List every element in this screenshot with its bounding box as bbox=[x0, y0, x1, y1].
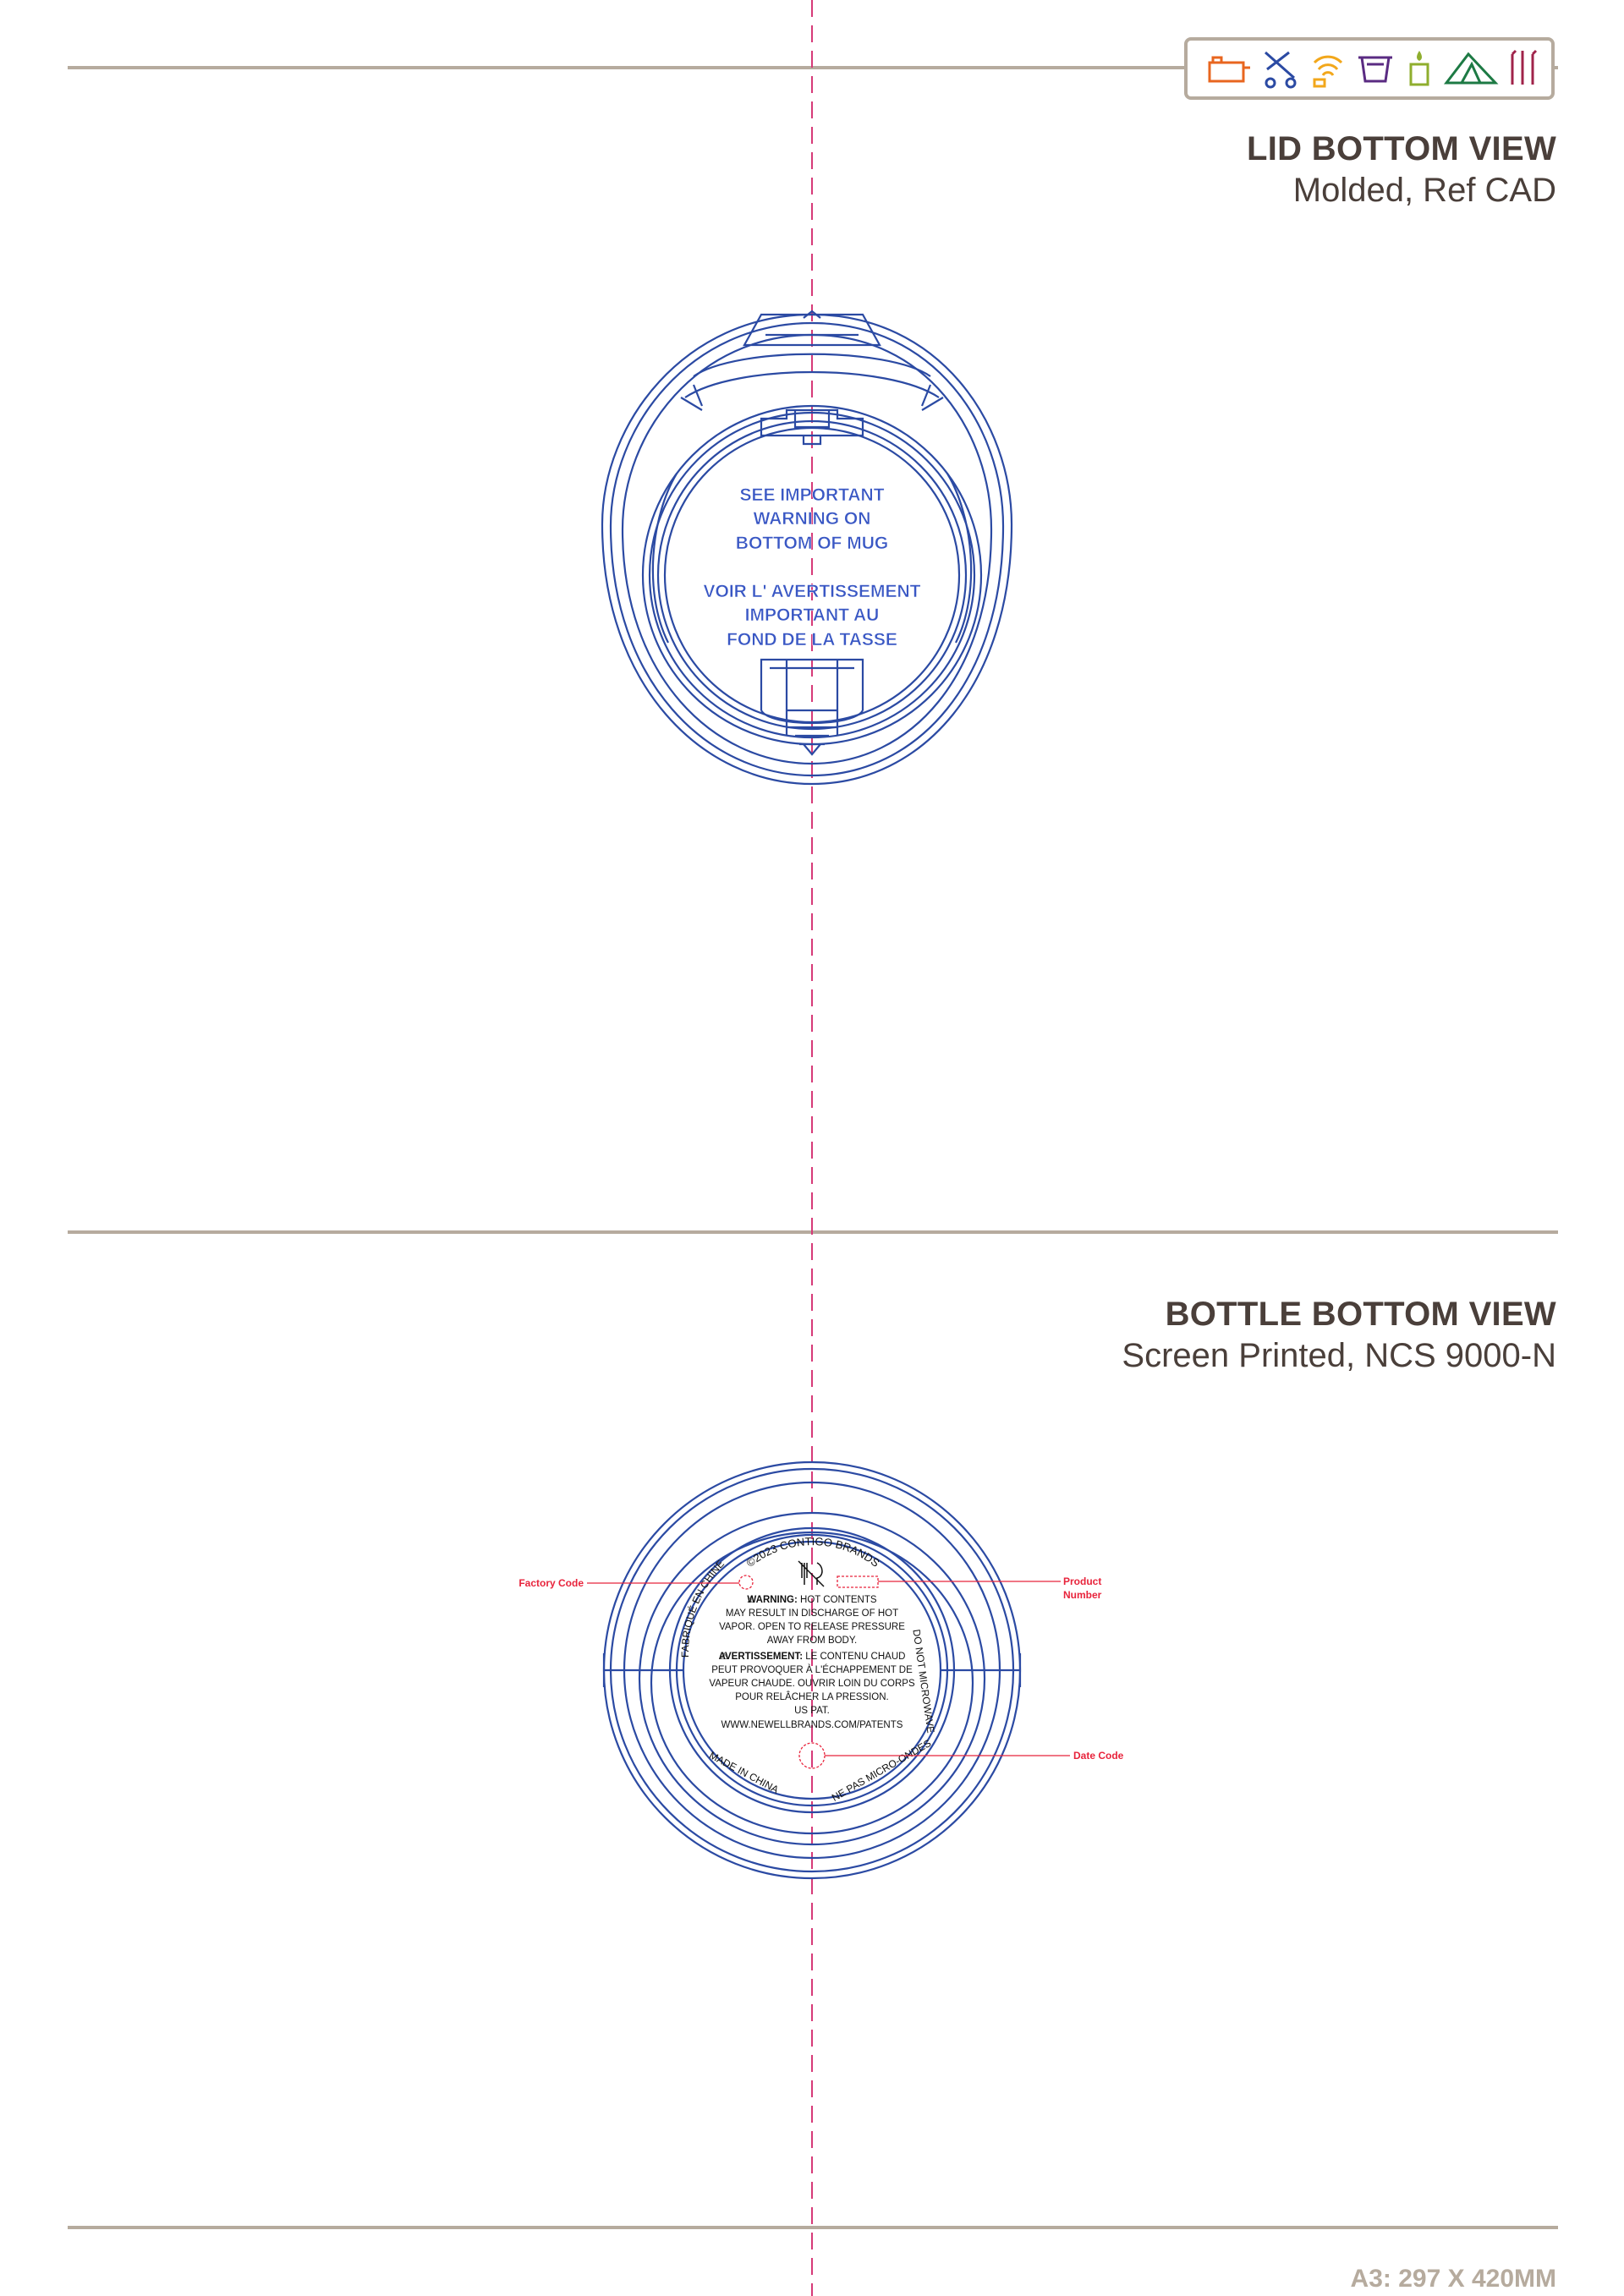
lid-top-latch bbox=[743, 310, 881, 347]
lid-section-title: LID BOTTOM VIEW bbox=[1247, 130, 1556, 167]
callouts bbox=[587, 1575, 1070, 1769]
avert-line1: LE CONTENU CHAUD bbox=[803, 1652, 905, 1662]
svg-text:AVERTISSEMENT: LE CONTENU CHAU: AVERTISSEMENT: LE CONTENU CHAUD bbox=[719, 1652, 906, 1662]
lid-warning-text: SEE IMPORTANT WARNING ON BOTTOM OF MUG V… bbox=[703, 485, 921, 650]
factory-code-label: Factory Code bbox=[518, 1577, 584, 1589]
stroller-icon bbox=[1265, 51, 1297, 89]
lid-section-subtitle: Molded, Ref CAD bbox=[1292, 172, 1556, 209]
lid-bottom-drawing bbox=[601, 310, 1013, 786]
lid-inner-ring-2 bbox=[648, 411, 976, 739]
bottom-rule bbox=[68, 2226, 1558, 2229]
lid-bottom-tab-detail bbox=[760, 710, 864, 756]
bottle-bottom-drawing bbox=[602, 1460, 1022, 1880]
product-number-label-1: Product bbox=[1063, 1575, 1101, 1587]
lid-top-clip bbox=[760, 408, 864, 446]
lid-outer-rim bbox=[601, 313, 1013, 786]
url-text: WWW.NEWELLBRANDS.COM/PATENTS bbox=[721, 1720, 903, 1730]
food-safe-icon bbox=[798, 1560, 825, 1587]
wifi-icon bbox=[1313, 55, 1343, 88]
warning-triangle-icon: ⚠ bbox=[747, 1595, 755, 1605]
bottle-section-header: BOTTLE BOTTOM VIEW Screen Printed, NCS 9… bbox=[1122, 1294, 1556, 1377]
warning-line1: HOT CONTENTS bbox=[798, 1595, 877, 1605]
lid-top-hinge-band bbox=[680, 353, 944, 411]
warning-line2: MAY RESULT IN DISCHARGE OF HOT bbox=[726, 1608, 898, 1619]
lid-side-arc-right bbox=[946, 473, 973, 644]
lid-section-header: LID BOTTOM VIEW Molded, Ref CAD bbox=[1247, 129, 1556, 211]
candle-icon bbox=[1409, 51, 1429, 86]
avert-label: AVERTISSEMENT: bbox=[719, 1652, 803, 1662]
bottle-ring-4 bbox=[638, 1511, 986, 1846]
avert-line4: POUR RELÂCHER LA PRESSION. bbox=[735, 1691, 889, 1702]
svg-text:WARNING: HOT CONTENTS: WARNING: HOT CONTENTS bbox=[747, 1595, 876, 1605]
bottle-section-title: BOTTLE BOTTOM VIEW bbox=[1165, 1296, 1556, 1333]
patent-text: US PAT. bbox=[794, 1706, 830, 1716]
lid-inner-ring-3 bbox=[656, 419, 968, 731]
pot-icon bbox=[1208, 56, 1250, 83]
lid-outer-rim-2 bbox=[609, 321, 1005, 777]
avert-triangle-icon: ⚠ bbox=[720, 1652, 728, 1662]
tent-icon bbox=[1443, 52, 1499, 85]
avert-line3: VAPEUR CHAUDE. OUVRIR LOIN DU CORPS bbox=[709, 1679, 915, 1689]
lid-text-line3: BOTTOM OF MUG bbox=[736, 534, 888, 553]
warning-line4: AWAY FROM BODY. bbox=[767, 1636, 858, 1646]
warning-line3: VAPOR. OPEN TO RELEASE PRESSURE bbox=[719, 1622, 905, 1632]
arc-bottom-left-text: MADE IN CHINA bbox=[707, 1749, 781, 1795]
lid-text-line4: VOIR L' AVERTISSEMENT bbox=[703, 582, 920, 601]
product-number-marker bbox=[837, 1575, 879, 1588]
lid-text-line6: FOND DE LA TASSE bbox=[727, 630, 897, 649]
product-number-label-2: Number bbox=[1063, 1589, 1102, 1601]
factory-code-marker bbox=[738, 1575, 754, 1590]
lid-text-line1: SEE IMPORTANT bbox=[739, 485, 884, 505]
warning-label: WARNING: bbox=[747, 1595, 797, 1605]
pens-icon bbox=[1511, 49, 1538, 85]
lid-outer-rim-3 bbox=[621, 333, 993, 765]
bottle-ring-5 bbox=[650, 1531, 974, 1835]
bottle-section-subtitle: Screen Printed, NCS 9000-N bbox=[1122, 1337, 1556, 1374]
avert-line2: PEUT PROVOQUER À L'ÉCHAPPEMENT DE bbox=[711, 1664, 913, 1675]
category-icon-bar bbox=[1184, 37, 1555, 100]
lid-side-arc-left bbox=[651, 473, 678, 644]
lid-bottom-tab bbox=[760, 658, 864, 746]
lid-text-line5: IMPORTANT AU bbox=[745, 606, 880, 625]
paper-size-label: A3: 297 X 420MM bbox=[1350, 2265, 1556, 2293]
lid-text-line2: WARNING ON bbox=[754, 509, 871, 529]
container-icon bbox=[1358, 56, 1392, 83]
date-code-label: Date Code bbox=[1073, 1750, 1124, 1762]
